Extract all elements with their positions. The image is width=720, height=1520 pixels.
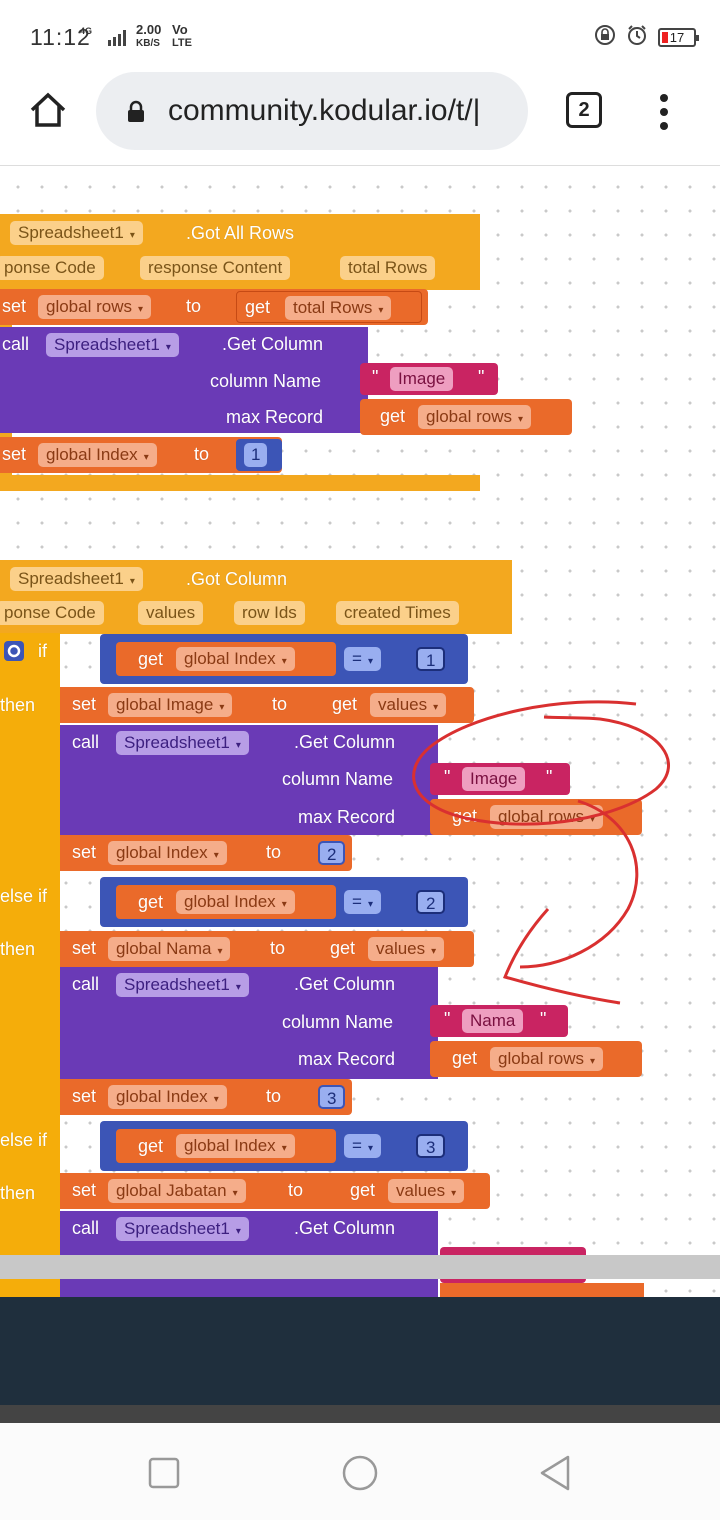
set-global-nama-block[interactable]: set global Nama▾ to get values▾ — [60, 931, 474, 967]
get-block-partial[interactable] — [440, 1283, 644, 1297]
battery-icon: 17 — [658, 28, 699, 47]
set-global-image-block[interactable]: set global Image▾ to get values▾ — [60, 687, 474, 723]
if-else-block[interactable]: if then else if then else if then — [0, 633, 60, 1297]
home-icon[interactable] — [28, 90, 68, 130]
param-total-rows[interactable]: total Rows — [340, 256, 436, 280]
event-block-got-all-rows[interactable]: Spreadsheet1▾ .Got All Rows ponse Code r… — [0, 214, 480, 290]
get-global-rows-block[interactable]: get global rows▾ — [430, 1041, 642, 1077]
call-get-column-block[interactable]: call Spreadsheet1▾ .Get Column column Na… — [0, 327, 368, 433]
event-block-got-column[interactable]: Spreadsheet1▾ .Got Column ponse Code val… — [0, 560, 512, 634]
event-name: .Got Column — [186, 569, 288, 589]
call-get-column-block[interactable]: call Spreadsheet1▾ .Get Column — [60, 1211, 438, 1297]
param-response-content[interactable]: response Content — [140, 256, 291, 280]
get-global-rows-block[interactable]: get global rows▾ — [360, 399, 572, 435]
get-global-rows-block[interactable]: get global rows▾ — [430, 799, 642, 835]
set-global-rows-block[interactable]: set global rows▾ to get total Rows▾ — [0, 289, 428, 325]
recents-nav-icon[interactable] — [144, 1453, 184, 1493]
text-nama-block[interactable]: " Nama " — [430, 1005, 568, 1037]
alarm-icon — [626, 24, 648, 51]
page-footer-strip — [0, 1405, 720, 1423]
set-global-jabatan-block[interactable]: set global Jabatan▾ to get values▾ — [60, 1173, 490, 1209]
number-1-block[interactable]: 1 — [236, 439, 282, 471]
event-name: .Got All Rows — [186, 223, 295, 243]
back-nav-icon[interactable] — [536, 1453, 576, 1493]
set-global-index-block[interactable]: set global Index▾ to 3 — [60, 1079, 352, 1115]
event-block-footer — [0, 475, 480, 491]
rotation-lock-icon — [594, 24, 616, 51]
network-type: 4G — [80, 26, 93, 36]
compare-block-3[interactable]: get global Index▾ =▾ 3 — [100, 1121, 468, 1171]
volte-label: Vo — [172, 22, 188, 37]
status-bar: 11:12 4G 2.00 KB/S Vo LTE 17 — [0, 0, 720, 72]
gear-icon[interactable] — [4, 641, 24, 661]
lock-icon — [126, 100, 146, 122]
set-global-index-block[interactable]: set global Index▾ to 2 — [60, 835, 352, 871]
signal-icon — [108, 30, 130, 46]
home-nav-icon[interactable] — [340, 1453, 380, 1493]
data-speed-unit: KB/S — [136, 38, 160, 49]
text-image-block[interactable]: " Image " — [430, 763, 570, 795]
var-dropdown[interactable]: global Index▾ — [38, 443, 157, 467]
data-speed: 2.00 — [136, 22, 162, 37]
tabs-icon[interactable]: 2 — [566, 92, 602, 128]
overflow-menu-icon[interactable] — [656, 92, 672, 132]
page-footer-dark — [0, 1297, 720, 1405]
system-nav-bar — [0, 1423, 720, 1520]
compare-block-2[interactable]: get global Index▾ =▾ 2 — [100, 877, 468, 927]
lte-label: LTE — [172, 37, 192, 49]
param-response-code[interactable]: ponse Code — [0, 256, 104, 280]
browser-toolbar: community.kodular.io/t/| 2 — [0, 72, 720, 166]
call-get-column-block[interactable]: call Spreadsheet1▾ .Get Column column Na… — [60, 725, 438, 835]
text-image-block[interactable]: " Image " — [360, 363, 498, 395]
component-dropdown[interactable]: Spreadsheet1▾ — [46, 333, 179, 357]
status-time: 11:12 — [30, 24, 91, 50]
set-global-index-block[interactable]: set global Index▾ to 1 — [0, 437, 282, 473]
call-get-column-block[interactable]: call Spreadsheet1▾ .Get Column column Na… — [60, 967, 438, 1079]
blocks-workspace[interactable]: Spreadsheet1▾ .Got All Rows ponse Code r… — [0, 167, 720, 1297]
url-text: community.kodular.io/t/| — [168, 94, 481, 127]
address-bar[interactable]: community.kodular.io/t/| — [96, 72, 528, 150]
battery-level: 17 — [669, 30, 685, 45]
horizontal-scrollbar[interactable] — [0, 1255, 720, 1279]
get-total-rows-block[interactable]: get total Rows▾ — [236, 291, 422, 323]
operator-dropdown[interactable]: =▾ — [344, 647, 381, 671]
compare-block-1[interactable]: get global Index▾ =▾ 1 — [100, 634, 468, 684]
var-dropdown[interactable]: global rows▾ — [38, 295, 152, 319]
component-dropdown[interactable]: Spreadsheet1▾ — [10, 567, 143, 591]
component-dropdown[interactable]: Spreadsheet1▾ — [10, 221, 143, 245]
